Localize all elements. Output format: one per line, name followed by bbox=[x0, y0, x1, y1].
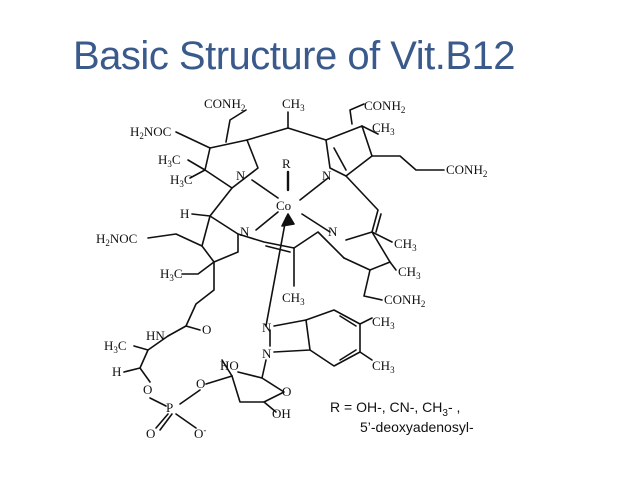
label-n-bottom-left: N bbox=[240, 224, 250, 239]
label-h3c-a: H3C bbox=[158, 152, 181, 169]
label-conh2-right: CONH2 bbox=[446, 162, 487, 179]
legend-line-2: 5’-deoxyadenosyl- bbox=[360, 419, 474, 435]
label-conh2-bottom: CONH2 bbox=[384, 292, 425, 309]
label-h3c-c: H3C bbox=[160, 266, 183, 283]
r-group-legend: R = OH-, CN-, CH3- , 5’-deoxyadenosyl- bbox=[330, 399, 474, 435]
label-h3c-b: H3C bbox=[170, 172, 193, 189]
label-ch3-top: CH3 bbox=[282, 96, 305, 113]
label-o-minus: O- bbox=[194, 425, 206, 441]
label-n-bottom-right: N bbox=[328, 224, 338, 239]
atom-labels: CONH2 CH3 CONH2 CH3 H2NOC H3C H3C CONH2 … bbox=[96, 96, 487, 441]
label-ch3-right-b: CH3 bbox=[398, 264, 421, 281]
bond-skeleton bbox=[123, 103, 445, 431]
slide-title: Basic Structure of Vit.B12 bbox=[73, 34, 516, 78]
label-p: P bbox=[166, 400, 173, 415]
label-conh2-top-right: CONH2 bbox=[364, 98, 405, 115]
label-r-group: R bbox=[282, 156, 291, 171]
label-n-benz-top: N bbox=[262, 320, 272, 335]
legend-line-1: R = OH-, CN-, CH3- , bbox=[330, 399, 460, 419]
label-ch3-benz-bottom: CH3 bbox=[372, 358, 395, 375]
label-cobalt: Co bbox=[276, 198, 291, 213]
label-conh2-top: CONH2 bbox=[204, 96, 245, 113]
label-h2noc-mid: H2NOC bbox=[96, 231, 137, 248]
label-hn: HN bbox=[146, 328, 165, 343]
label-o-double: O bbox=[146, 426, 155, 441]
label-h2noc-top: H2NOC bbox=[130, 124, 171, 141]
label-ch3-right-a: CH3 bbox=[394, 236, 417, 253]
label-n-top-left: N bbox=[236, 168, 246, 183]
label-ch3-bottom: CH3 bbox=[282, 290, 305, 307]
label-n-top-right: N bbox=[322, 168, 332, 183]
label-o-phos: O bbox=[196, 376, 205, 391]
label-oh-ring: OH bbox=[272, 406, 291, 421]
label-ho-ring: HO bbox=[220, 358, 239, 373]
label-h3c-d: H3C bbox=[104, 338, 127, 355]
label-o-ring: O bbox=[282, 384, 291, 399]
label-h-chain: H bbox=[112, 364, 121, 379]
label-n-benz-bottom: N bbox=[262, 346, 272, 361]
label-ch3-benz-top: CH3 bbox=[372, 314, 395, 331]
label-h-left: H bbox=[180, 206, 189, 221]
label-ch3-top-right: CH3 bbox=[372, 120, 395, 137]
label-o-amide: O bbox=[202, 322, 211, 337]
label-o-chain: O bbox=[143, 382, 152, 397]
